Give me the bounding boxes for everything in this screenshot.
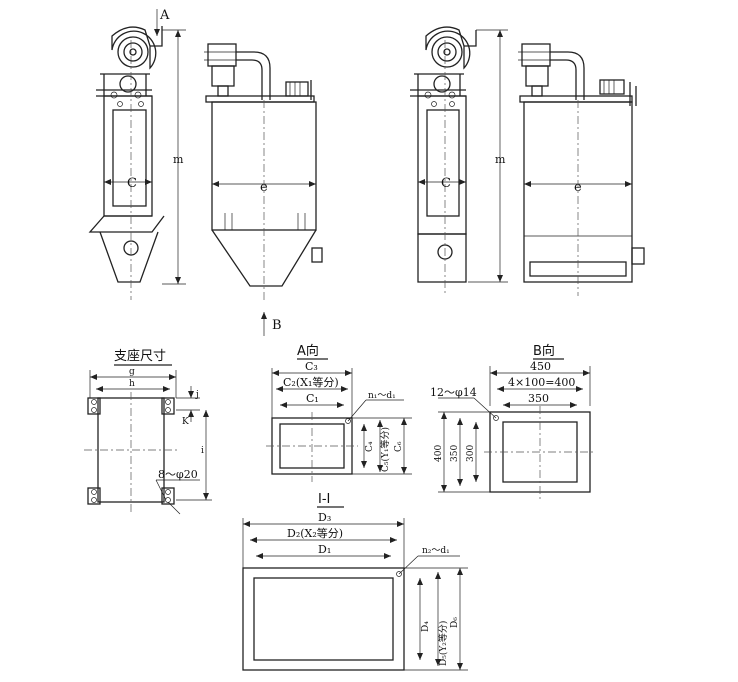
section-d1: D₁ <box>318 543 331 556</box>
view-b-arrow-label: B <box>272 318 282 333</box>
view-a-detail: A向 C₃ C₂(X₁等分) C₁ n₁～d₁ C₄ C₅(Y₁等分) C₆ <box>266 343 412 482</box>
side-right-e-label: e <box>574 180 582 195</box>
view-a-c6: C₆ <box>394 441 404 452</box>
view-a-title: A向 <box>297 343 319 359</box>
side-left-e-label: e <box>260 180 268 195</box>
section-d6: D₆ <box>450 617 460 628</box>
base-k-label: K <box>182 417 189 427</box>
view-b-spacing: 4×100=400 <box>508 376 575 389</box>
side-view-right: e <box>518 43 645 296</box>
base-h-label: h <box>129 379 135 389</box>
side-view-left: e <box>204 43 323 336</box>
view-a-c5: C₅(Y₁等分) <box>379 427 391 472</box>
front-left-c-label: C <box>127 176 137 191</box>
view-a-c3: C₃ <box>305 360 318 373</box>
front-right-m-label: m <box>495 153 506 166</box>
view-b-title: B向 <box>533 343 555 359</box>
section-ii-title: I-I <box>318 492 330 507</box>
view-a-holes: n₁～d₁ <box>368 391 396 401</box>
front-view-left: C m <box>88 9 186 300</box>
view-b-300: 300 <box>466 445 476 462</box>
front-left-m-label: m <box>173 153 184 166</box>
view-a-arrow-label: A <box>159 8 170 23</box>
section-holes: n₂～d₁ <box>422 546 450 556</box>
view-b-350w: 350 <box>528 392 549 405</box>
view-b-detail: B向 450 4×100=400 350 12～φ14 400 350 300 <box>430 343 596 500</box>
section-d4: D₄ <box>421 621 431 632</box>
view-a-c2: C₂(X₁等分) <box>283 375 339 389</box>
view-b-350h: 350 <box>450 445 460 462</box>
view-b-400: 400 <box>434 445 444 462</box>
base-holes-label: 8～φ20 <box>158 468 198 481</box>
base-i-label: i <box>201 446 204 456</box>
base-g-label: g <box>129 367 135 377</box>
view-a-c1: C₁ <box>306 392 319 405</box>
view-b-450: 450 <box>530 360 551 373</box>
view-a-c4: C₄ <box>365 441 375 452</box>
section-ii-detail: I-I D₃ D₂(X₂等分) D₁ n₂～d₁ D₄ D₅(Y₂等分) D₆ <box>242 492 468 671</box>
section-d2: D₂(X₂等分) <box>287 526 343 540</box>
base-title: 支座尺寸 <box>114 349 166 364</box>
section-d3: D₃ <box>318 511 331 524</box>
front-view-right: C m <box>410 26 508 296</box>
view-b-holes: 12～φ14 <box>430 386 477 399</box>
front-right-c-label: C <box>441 176 451 191</box>
base-j-label: j <box>195 390 199 400</box>
base-support-detail: 支座尺寸 g h j K i 8～φ20 <box>84 349 212 515</box>
section-d5: D₅(Y₂等分) <box>437 621 449 666</box>
